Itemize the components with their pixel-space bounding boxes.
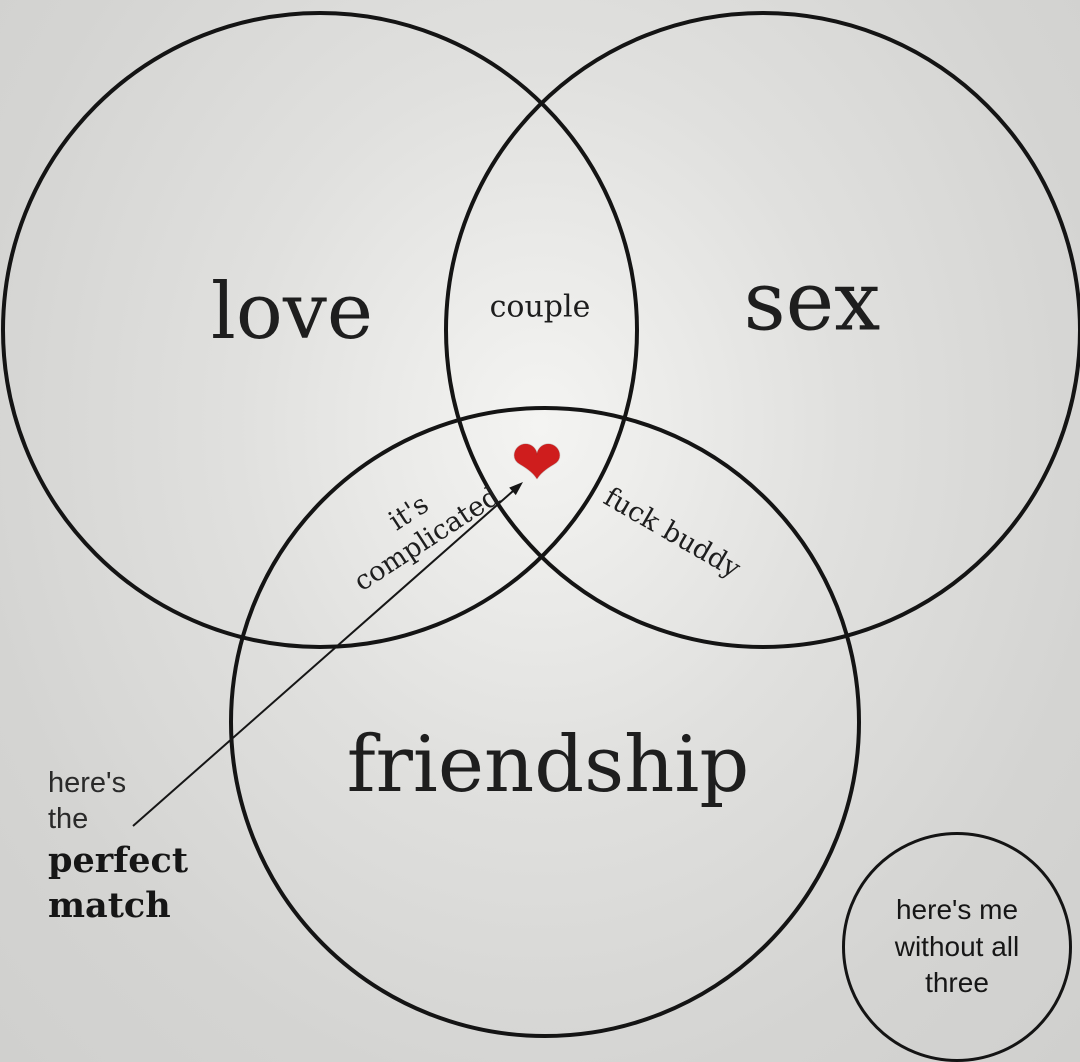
me-without-all-three-circle: here's me without all three	[842, 832, 1072, 1062]
perfect-match-line-4: match	[48, 885, 171, 926]
friendship-label: friendship	[346, 720, 750, 810]
perfect-match-line-3: perfect	[48, 839, 188, 881]
heart-icon: ❤	[511, 426, 563, 499]
couple-label: couple	[489, 289, 591, 325]
perfect-match-line-2: the	[48, 803, 89, 836]
sex-label: sex	[743, 254, 881, 350]
perfect-match-line-1: here's	[48, 767, 127, 799]
love-label: love	[210, 267, 374, 357]
me-without-all-three-label: here's me without all three	[894, 894, 1020, 999]
perfect-match-annotation: here's the perfect match	[48, 765, 188, 929]
